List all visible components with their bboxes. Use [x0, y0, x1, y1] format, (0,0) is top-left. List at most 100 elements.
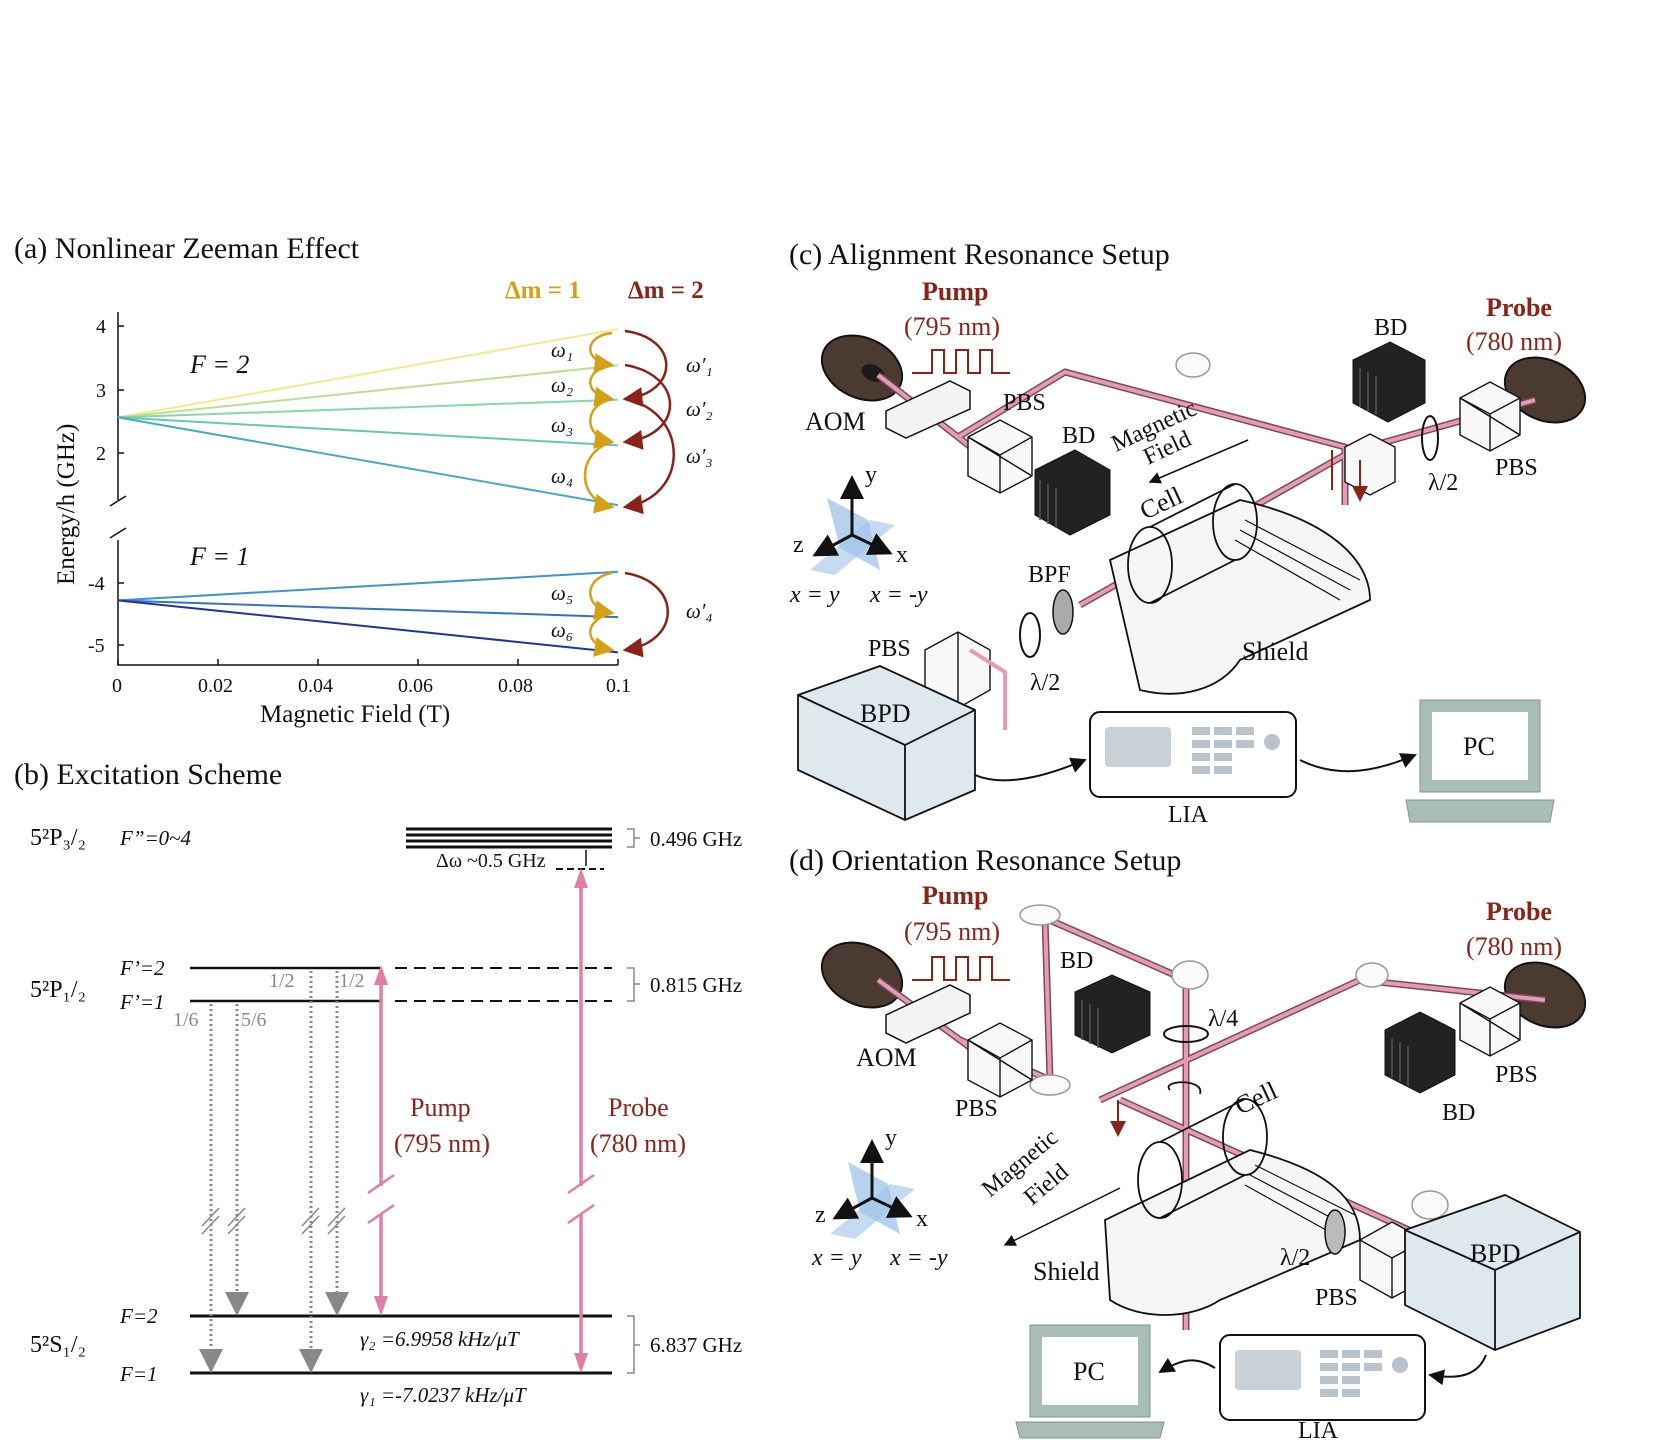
- omega-5: ω₅: [551, 581, 573, 605]
- d-axes-triad: [830, 1139, 915, 1239]
- d-shield-label: Shield: [1033, 1257, 1099, 1286]
- d-pbs-2-label: PBS: [1495, 1062, 1538, 1088]
- pump-arrowhead-down: [374, 1296, 388, 1316]
- c-bd-1-label: BD: [1062, 423, 1095, 449]
- decay-arrows: [199, 971, 349, 1373]
- ghz-0496: 0.496 GHz: [650, 827, 742, 851]
- p12-f1-label: F’=1: [119, 990, 165, 1014]
- d-pulse-train: [912, 956, 1010, 981]
- d-pump-laser: [820, 941, 904, 1009]
- ghz-0815: 0.815 GHz: [650, 973, 742, 997]
- c-half-wave-1-label: λ/2: [1428, 470, 1458, 496]
- c-mirror: [1175, 352, 1211, 378]
- omega-prime-1: ω′₁: [686, 353, 713, 377]
- c-pbs-2-label: PBS: [1495, 455, 1538, 481]
- c-probe-wavelength: (780 nm): [1466, 327, 1562, 356]
- d-pbs-2: [1459, 986, 1521, 1057]
- probe-break: [567, 1173, 595, 1225]
- d-bpd-to-lia: [1428, 1354, 1487, 1386]
- c-shield-label: Shield: [1242, 637, 1308, 666]
- c-bpd-to-lia: [974, 757, 1087, 782]
- dm1-arcs: [583, 331, 615, 657]
- c-pc-label: PC: [1463, 732, 1495, 761]
- brackets: [627, 828, 640, 1374]
- d-xny-label: x = -y: [889, 1245, 948, 1271]
- d-mirror-5: [1411, 1190, 1449, 1220]
- p32-f-label: F”=0~4: [119, 826, 192, 850]
- d-xy-label: x = y: [811, 1245, 862, 1271]
- c-field-arrow: [1148, 439, 1249, 484]
- s12-label: 5²S₁/₂: [30, 1332, 86, 1358]
- xtick-006: 0.06: [398, 675, 433, 697]
- d-pump-wavelength: (795 nm): [904, 917, 1000, 946]
- c-half-wave-1: [1421, 415, 1439, 461]
- d-bd-2: [1384, 1011, 1456, 1094]
- d-cell-label: Cell: [1230, 1076, 1282, 1121]
- c-bpf: [1052, 589, 1074, 635]
- c-pbs-1-label: PBS: [1003, 390, 1046, 416]
- omega-prime-2: ω′₂: [686, 397, 713, 421]
- zeeman-line-7: [117, 599, 619, 619]
- d-pbs-3-label: PBS: [1315, 1285, 1358, 1311]
- ghz-6837: 6.837 GHz: [650, 1333, 742, 1357]
- panel-d-title: (d) Orientation Resonance Setup: [789, 844, 1181, 877]
- ytick-m4: -4: [88, 573, 105, 595]
- omega-3: ω₃: [551, 413, 573, 437]
- zeeman-line-3: [117, 398, 619, 419]
- c-aom: [885, 380, 971, 439]
- d-bpd: [1404, 1194, 1581, 1351]
- c-axes-triad: [810, 475, 895, 575]
- zeeman-line-4: [117, 416, 619, 447]
- c-half-wave-2-label: λ/2: [1030, 670, 1060, 696]
- d-pbs-1-label: PBS: [955, 1096, 998, 1122]
- d-quarter-wave: [1163, 1025, 1209, 1043]
- probe-wavelength: (780 nm): [590, 1129, 686, 1158]
- d-circular-polarization: [1167, 1081, 1201, 1095]
- c-pump-laser: [820, 334, 904, 402]
- p12-label: 5²P₁/₂: [30, 977, 86, 1003]
- y-axis-label: Energy/h (GHz): [53, 424, 80, 585]
- f1-label: F = 1: [189, 542, 249, 571]
- frac-1-6: 1/6: [173, 1009, 199, 1031]
- c-bd-1: [1034, 449, 1111, 536]
- panel-b: (b) Excitation Scheme 5²P₃/₂ F”=0~4 5²P₁…: [14, 758, 742, 1407]
- xtick-008: 0.08: [498, 675, 533, 697]
- xtick-01: 0.1: [606, 675, 631, 697]
- d-field-arrow: [1003, 1187, 1121, 1246]
- omega-4: ω₄: [551, 464, 573, 488]
- p12-f2-label: F’=2: [119, 956, 165, 980]
- d-pc: [1015, 1324, 1165, 1439]
- xtick-0: 0: [112, 675, 122, 697]
- panel-d: (d) Orientation Resonance Setup Pump (79…: [789, 844, 1587, 1440]
- omega-prime-4: ω′₄: [686, 599, 713, 623]
- c-xny-label: x = -y: [869, 582, 928, 608]
- pump-wavelength: (795 nm): [394, 1129, 490, 1158]
- c-axis-x: x: [896, 542, 908, 568]
- d-bd-1: [1074, 974, 1151, 1054]
- probe-arrowhead-down: [574, 1353, 588, 1373]
- omega-1: ω₁: [551, 338, 573, 362]
- zeeman-line-6: [117, 570, 619, 602]
- c-lia-buttons: [1192, 727, 1280, 774]
- c-cell-label: Cell: [1135, 481, 1187, 526]
- p32-levels: [406, 827, 612, 849]
- probe-label: Probe: [608, 1093, 669, 1122]
- ytick-3: 3: [96, 380, 106, 402]
- c-bd-2-label: BD: [1374, 315, 1407, 341]
- c-aom-label: AOM: [805, 407, 866, 436]
- d-axis-y: y: [885, 1125, 897, 1151]
- zeeman-line-2: [117, 364, 619, 419]
- d-mirror-3: [1171, 960, 1209, 990]
- d-mirror-4: [1355, 962, 1389, 988]
- panel-c: (c) Alignment Resonance Setup Pump (795 …: [789, 238, 1587, 828]
- c-lia-display: [1105, 727, 1171, 767]
- d-bd-2-label: BD: [1442, 1100, 1475, 1126]
- frac-5-6: 5/6: [241, 1009, 267, 1031]
- d-probe-label: Probe: [1486, 897, 1552, 926]
- c-bpd-beam: [968, 648, 1007, 730]
- pump-arrowhead-up: [374, 965, 388, 985]
- d-lia-label: LIA: [1298, 1418, 1339, 1440]
- dm2-label: Δm = 2: [628, 277, 704, 304]
- c-pbs-1: [967, 419, 1033, 494]
